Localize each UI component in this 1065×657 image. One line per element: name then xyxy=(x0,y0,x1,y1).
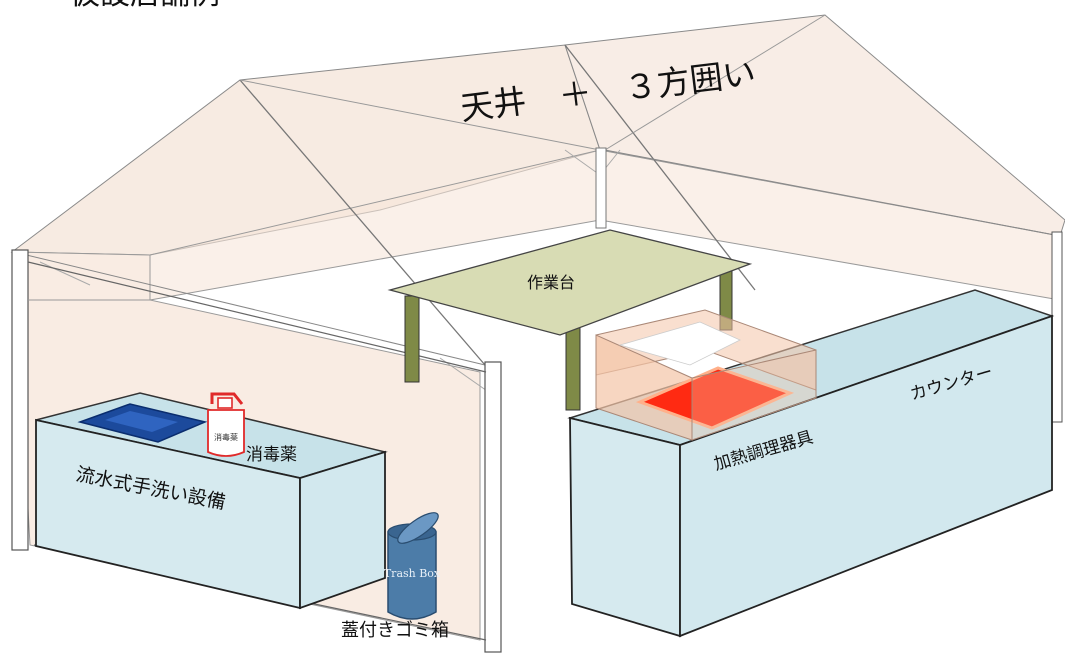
sanitizer-label: 消毒薬 xyxy=(246,445,297,465)
trash-bin-lid xyxy=(397,512,439,544)
sanitizer-bottle-label: 消毒薬 xyxy=(214,432,238,442)
roof-brace xyxy=(39,261,91,286)
roof-eave xyxy=(604,149,1061,237)
table-leg xyxy=(404,295,420,383)
trash-bin: Trash Box 蓋付きゴミ箱 xyxy=(341,512,449,641)
trash-bin-body xyxy=(387,531,437,620)
table-top xyxy=(387,229,753,336)
work-table-label: 作業台 xyxy=(527,273,575,292)
work-table: 作業台 xyxy=(387,229,753,411)
sanitizer-body xyxy=(207,409,245,457)
frame-post xyxy=(11,249,29,551)
counter-side xyxy=(679,314,1053,638)
table-leg xyxy=(565,319,581,411)
roof-rafter xyxy=(239,79,601,151)
sanitizer-bottle: 消毒薬 消毒薬 xyxy=(207,392,297,465)
roof-rafter xyxy=(239,79,486,366)
roof-right-panel xyxy=(564,14,1065,237)
frame-post xyxy=(1051,231,1063,423)
sanitizer-cap xyxy=(217,397,233,409)
roof-rafter xyxy=(604,14,826,151)
heater-guard-right xyxy=(691,349,817,441)
counter-front xyxy=(569,416,681,638)
frame-post xyxy=(484,361,502,653)
handwash-side xyxy=(299,450,386,610)
sink-inner xyxy=(105,411,178,432)
frame-post xyxy=(595,147,607,229)
heater-white-panel xyxy=(618,321,741,366)
sanitizer-pump-icon xyxy=(210,392,244,405)
trash-bin-label: Trash Box xyxy=(384,567,441,580)
roof-brace xyxy=(564,149,601,176)
roof-rafter xyxy=(564,44,756,291)
page-title-partial: 仮設店舗例 xyxy=(70,0,220,12)
trash-caption: 蓋付きゴミ箱 xyxy=(341,620,449,641)
